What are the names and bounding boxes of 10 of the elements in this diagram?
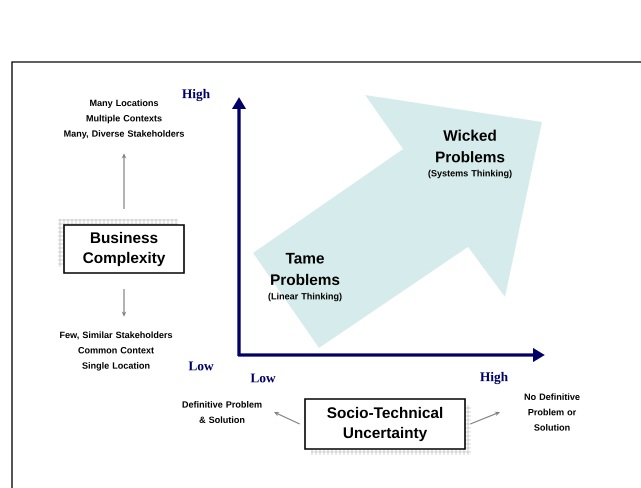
- description-text: Few, Similar Stakeholders Common Context Single Location: [60, 331, 172, 371]
- description-text: No Definitive Problem or Solution: [524, 393, 580, 431]
- axis-label: Low: [250, 374, 276, 382]
- title-box: Socio-Technical Uncertainty: [304, 398, 466, 450]
- axis-label: High: [182, 88, 210, 102]
- description-text: Definitive Problem & Solution: [182, 401, 262, 423]
- axis-label: Low: [188, 362, 214, 370]
- axis-label: High: [480, 372, 508, 384]
- description-text: Many Locations Multiple Contexts Many, Diverse Stakeholders: [64, 99, 184, 139]
- title-box: Business Complexity: [63, 224, 185, 274]
